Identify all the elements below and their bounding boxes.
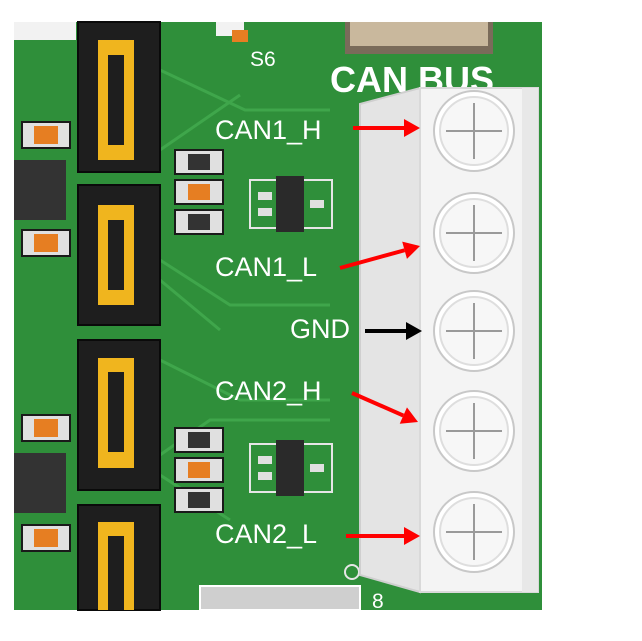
terminal-label: CAN2_H [215, 376, 322, 406]
bottom-mark: 8 [372, 590, 384, 613]
arrow-head [404, 119, 420, 137]
arrow-head [406, 322, 422, 340]
smd-stack-2 [174, 427, 333, 513]
pcb-traces [159, 68, 330, 522]
top-connector-body [350, 22, 488, 46]
left-components [14, 22, 76, 552]
terminal-2: CAN1_L [215, 192, 515, 282]
arrow-head [399, 407, 418, 424]
switch-label: S6 [250, 48, 276, 71]
terminal-5: CAN2_L [215, 491, 515, 573]
terminal-1: CAN1_H [215, 90, 515, 172]
terminal-label: CAN2_L [215, 519, 317, 549]
terminal-4: CAN2_H [215, 376, 515, 472]
smd-stack-1 [174, 149, 333, 235]
top-resistor [232, 30, 248, 42]
arrow-head [404, 527, 420, 545]
terminal-label: CAN1_L [215, 252, 317, 282]
terminal-3: GND [290, 290, 515, 372]
terminal-label: CAN1_H [215, 115, 322, 145]
bottom-connector [199, 585, 361, 611]
terminal-label: GND [290, 314, 350, 344]
arrow-head [402, 241, 420, 259]
jumper-headers [77, 21, 161, 611]
terminals-layer: CAN1_H CAN1_L GND CAN2_H CAN2_L [215, 90, 515, 573]
arrow-shaft [339, 248, 406, 270]
arrow-shaft [351, 391, 405, 418]
